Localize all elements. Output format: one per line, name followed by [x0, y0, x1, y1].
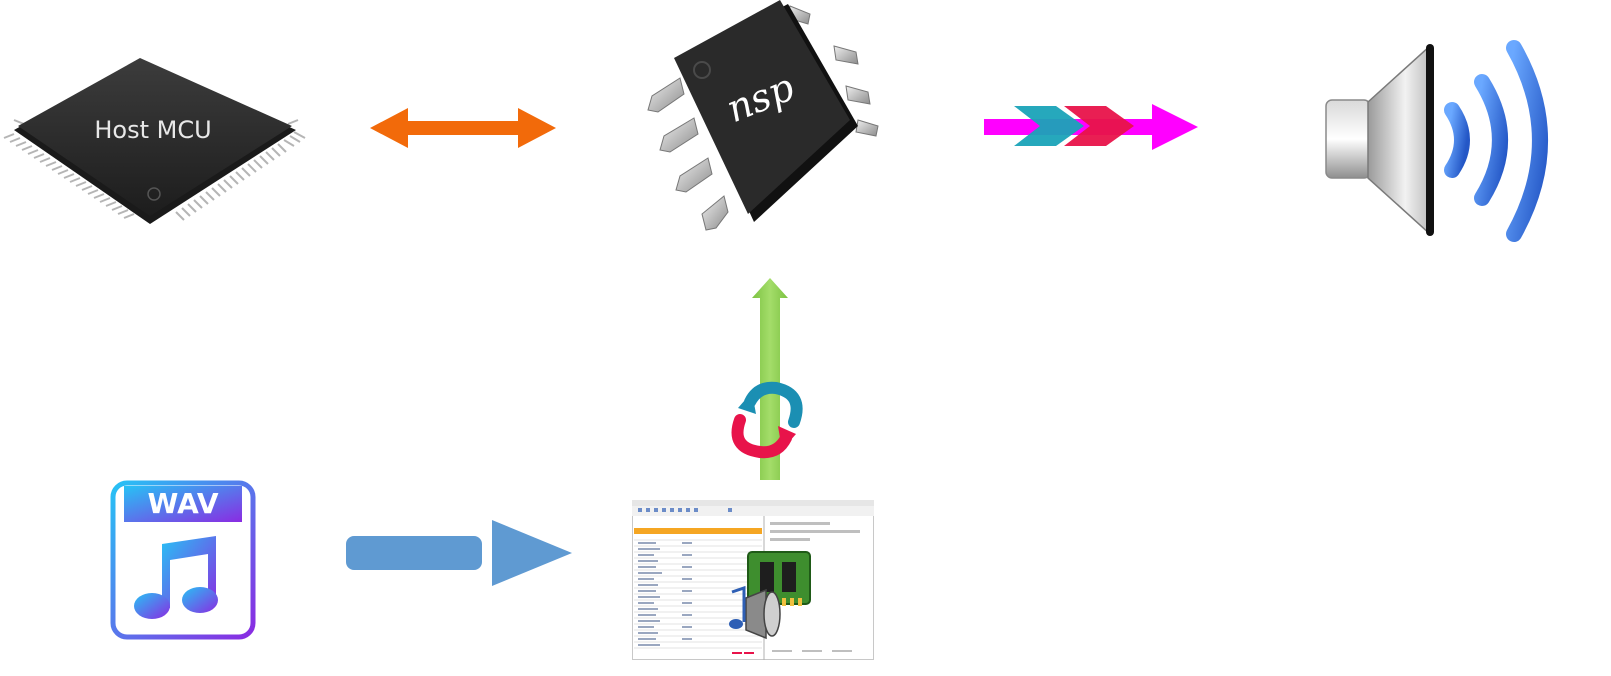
mcu-chip-icon: Host MCU — [3, 58, 306, 224]
nsp-speaker-link-arrow — [984, 102, 1198, 152]
wav-tool-link-arrow — [346, 518, 572, 588]
tool-window-node — [632, 500, 874, 660]
speaker-node — [1324, 38, 1569, 243]
sync-icon — [720, 380, 812, 462]
wav-file-icon: WAV — [110, 480, 256, 640]
mcu-nsp-link-arrow — [370, 108, 556, 148]
wav-file-node: WAV — [110, 480, 256, 640]
software-tool-icon — [632, 500, 874, 660]
speaker-icon — [1325, 40, 1548, 242]
nsp-chip-node: nsp — [640, 0, 885, 240]
host-mcu-node: Host MCU — [0, 52, 310, 237]
nsp-chip-icon: nsp — [647, 0, 879, 231]
wav-file-label: WAV — [147, 487, 218, 520]
host-mcu-label: Host MCU — [94, 116, 211, 144]
